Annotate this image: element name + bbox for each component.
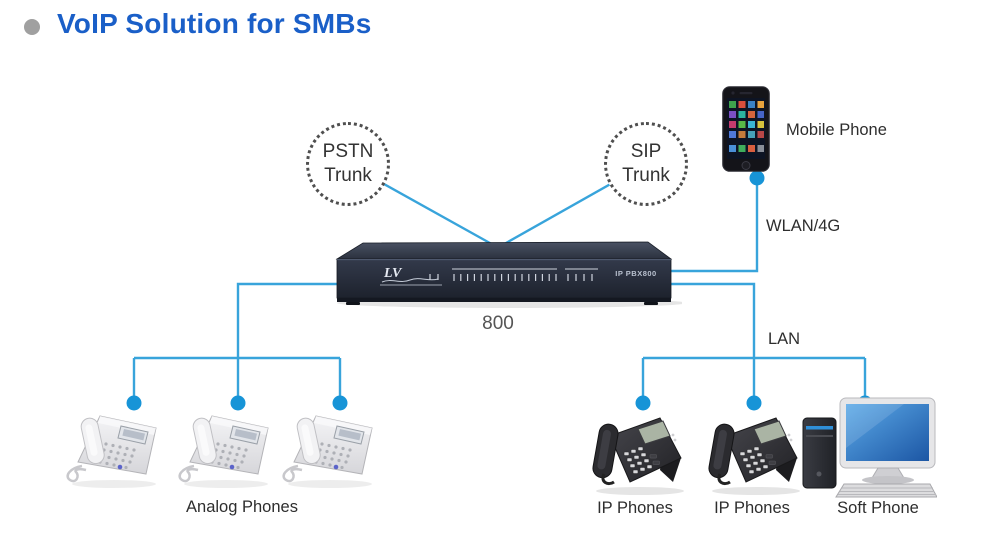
page-title: VoIP Solution for SMBs [57,8,372,39]
node-dot-ip-2 [746,395,762,411]
analog-phone-image-1 [66,414,158,490]
node-dot-analog-1 [126,395,142,411]
ip-phone-image-1 [589,416,686,496]
pbx-model-label: IP PBX800 [615,269,656,278]
ip-phone-icon [589,416,686,496]
mobile-phone-image [722,86,770,172]
ip-phones-label-2: IP Phones [714,499,790,517]
ip-pbx-device-image: LV IP PBX800 [335,241,682,308]
node-dot-mobile [749,170,765,186]
analog-phone-image-3 [282,414,374,490]
analog-phone-icon [178,414,270,490]
pbx-logo: LV [383,266,403,281]
line-wlan [668,180,759,273]
ip-phone-icon [705,416,802,496]
line-analog-branch [236,282,340,358]
wlan-4g-label: WLAN/4G [766,217,841,235]
node-dot-analog-2 [230,395,246,411]
pbx-caption: 800 [482,313,514,334]
pstn-trunk-circle: PSTN Trunk [306,122,390,206]
sip-trunk-circle: SIP Trunk [604,122,688,206]
analog-phone-icon [66,414,158,490]
soft-phone-label: Soft Phone [837,499,919,517]
mobile-phone-label: Mobile Phone [786,121,887,139]
analog-phones-label: Analog Phones [186,498,298,516]
line-lan [668,282,756,358]
bullet-dot-icon [24,19,40,35]
ip-phones-label-1: IP Phones [597,499,673,517]
node-dot-analog-3 [332,395,348,411]
desktop-computer-icon [802,397,937,498]
smartphone-icon [722,86,770,172]
lan-label: LAN [768,330,801,348]
analog-phone-image-2 [178,414,270,490]
node-dot-ip-1 [635,395,651,411]
ip-phone-image-2 [705,416,802,496]
pstn-trunk-label: PSTN Trunk [322,141,374,186]
sip-trunk-label: SIP Trunk [622,141,670,186]
analog-phone-icon [282,414,374,490]
desktop-computer-image [802,397,937,498]
